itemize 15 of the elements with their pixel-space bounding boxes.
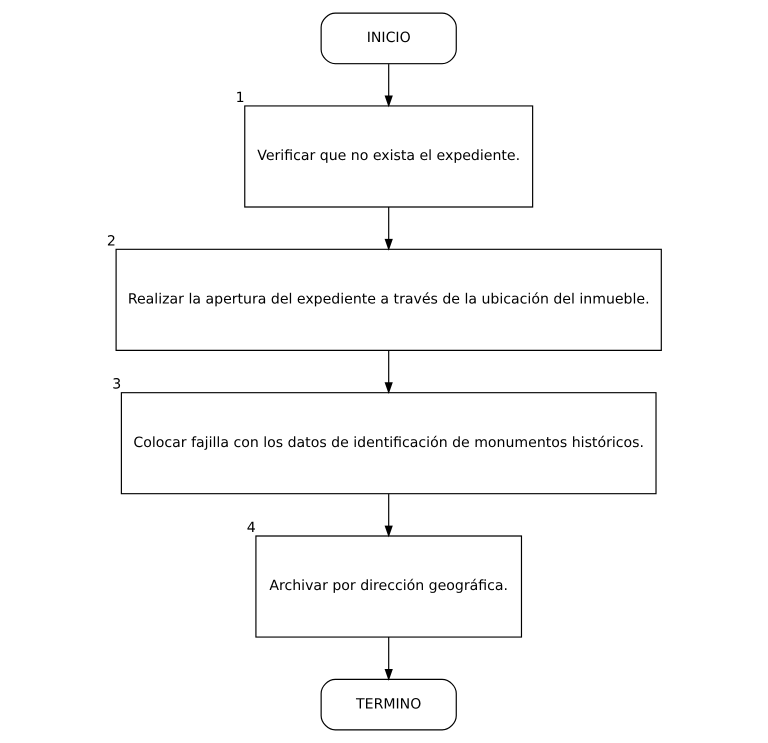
- node-box: Realizar la apertura del expediente a través de la ubicación del inmueble.: [116, 248, 662, 351]
- node-label: 1: [236, 90, 245, 106]
- arrow: [384, 207, 393, 251]
- node-box: Colocar fajilla con los datos de identificación de monumentos históricos.: [120, 392, 657, 494]
- arrow: [384, 64, 393, 108]
- arrow: [384, 494, 393, 538]
- arrow: [384, 350, 393, 394]
- node-box: Verificar que no exista el expediente.: [244, 105, 534, 208]
- node-label: 4: [246, 520, 256, 536]
- node-label: 3: [112, 376, 122, 393]
- node-box: INICIO: [320, 12, 457, 64]
- node-box: Archivar por dirección geográfica.: [255, 535, 522, 638]
- node-label: 2: [106, 233, 116, 250]
- node-box: TERMINO: [320, 678, 457, 730]
- arrow: [384, 637, 393, 681]
